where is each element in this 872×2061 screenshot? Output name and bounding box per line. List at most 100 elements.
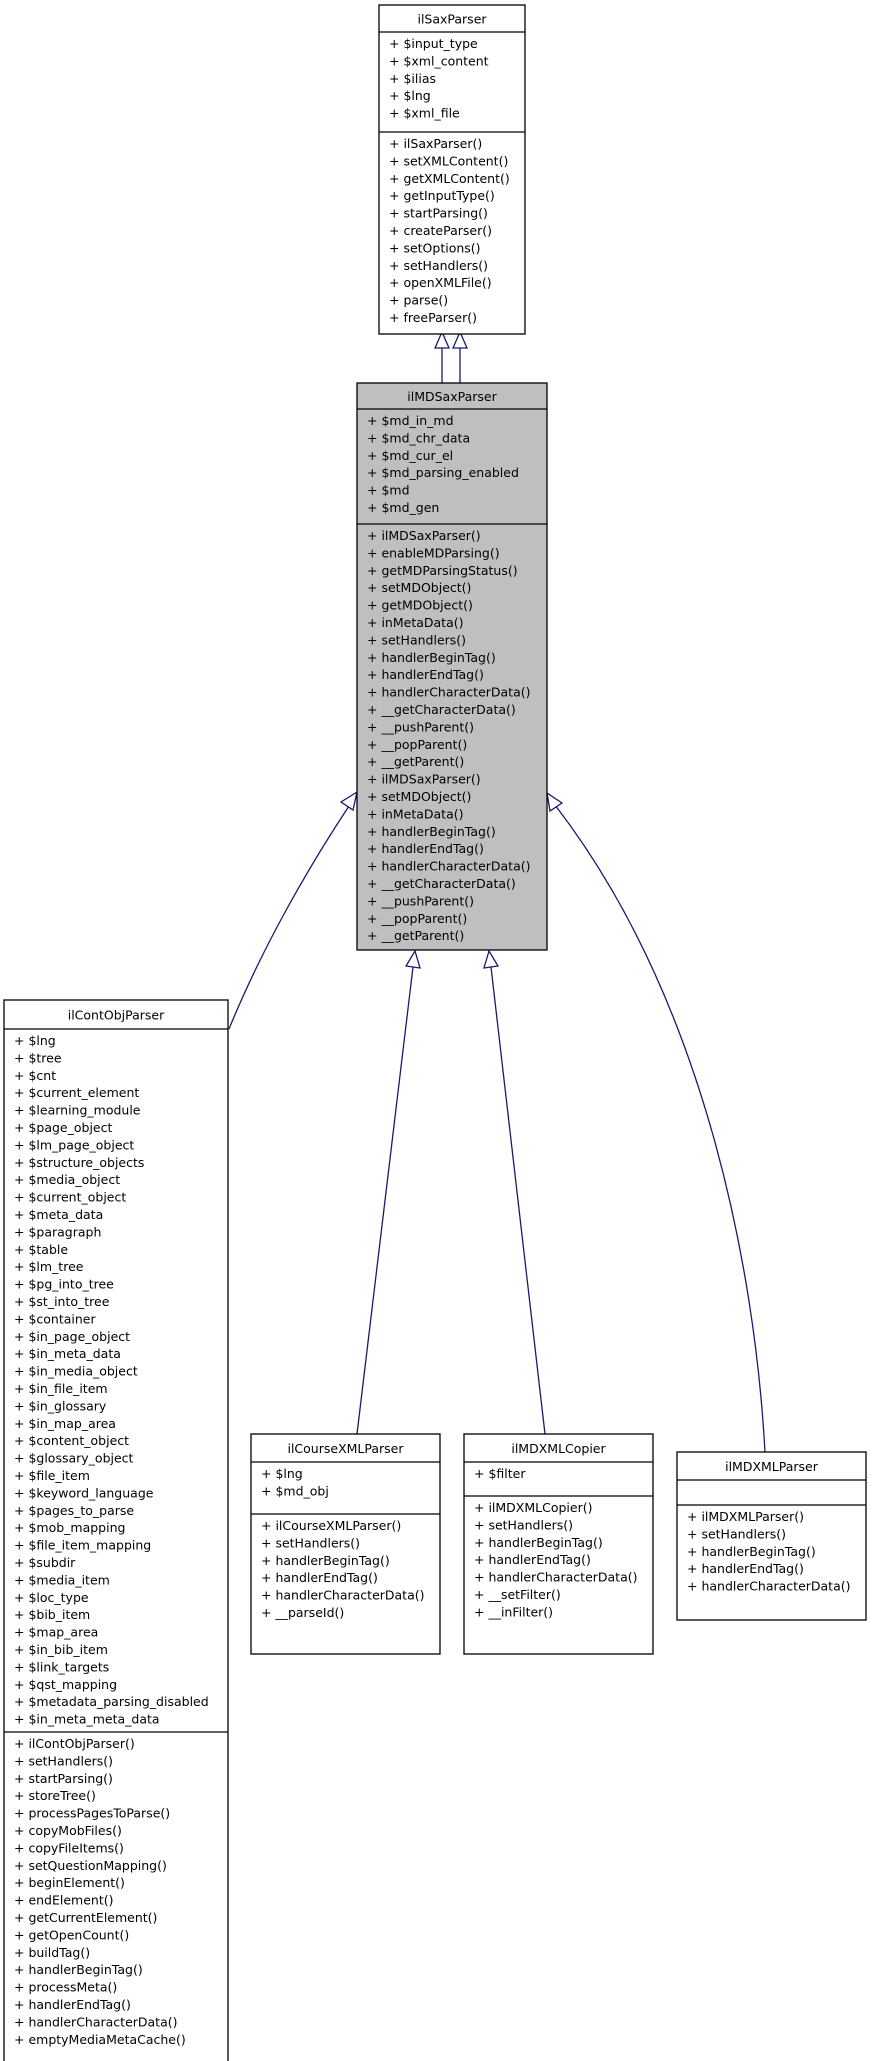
class-method: + handlerBeginTag()	[367, 824, 496, 839]
class-method: + setHandlers()	[389, 258, 488, 273]
class-method: + ilSaxParser()	[389, 136, 482, 151]
class-attribute: + $keyword_language	[14, 1485, 154, 1500]
class-attribute: + $link_targets	[14, 1659, 109, 1674]
class-method: + __pushParent()	[367, 893, 474, 908]
class-attribute: + $table	[14, 1242, 68, 1257]
edge-course-to-mdsax-arrow	[404, 949, 421, 969]
class-attribute: + $pages_to_parse	[14, 1503, 134, 1518]
class-name: ilSaxParser	[417, 12, 487, 27]
class-method: + processPagesToParse()	[14, 1806, 170, 1821]
class-box-ilcoursexmlparser[interactable]: ilCourseXMLParser+ $lng+ $md_obj+ ilCour…	[250, 1433, 441, 1655]
class-attribute: + $md_obj	[261, 1483, 329, 1498]
class-method: + enableMDParsing()	[367, 545, 500, 560]
class-attribute: + $lm_page_object	[14, 1137, 134, 1152]
class-method: + getInputType()	[389, 188, 495, 203]
class-method: + beginElement()	[14, 1875, 125, 1890]
edge-copier-to-mdsax	[490, 966, 546, 1435]
class-attribute: + $meta_data	[14, 1207, 103, 1222]
class-method: + processMeta()	[14, 1980, 117, 1995]
class-name: ilContObjParser	[68, 1008, 165, 1023]
class-attribute: + $content_object	[14, 1433, 129, 1448]
class-attribute: + $pg_into_tree	[14, 1277, 114, 1292]
class-attribute: + $loc_type	[14, 1590, 89, 1605]
class-box-ilmdxmlcopier[interactable]: ilMDXMLCopier + $filter + ilMDXMLCopier() +…	[463, 1433, 654, 1655]
class-method: + handlerCharacterData()	[367, 859, 531, 874]
class-attribute: + $media_item	[14, 1572, 110, 1587]
class-box-frame	[463, 1433, 654, 1655]
class-box-ilsaxparser[interactable]: ilSaxParser+ $input_type+ $xml_content+ …	[378, 4, 526, 335]
class-method: + handlerBeginTag()	[14, 1962, 143, 1977]
class-method: + startParsing()	[14, 1771, 113, 1786]
class-method: + handlerBeginTag()	[367, 650, 496, 665]
class-method: + __popParent()	[367, 911, 467, 926]
class-attribute: + $in_media_object	[14, 1364, 138, 1379]
class-method: + setHandlers()	[687, 1526, 786, 1541]
class-attribute: + $learning_module	[14, 1103, 141, 1118]
class-method: + handlerEndTag()	[367, 667, 484, 682]
class-attribute: + $ilias	[389, 71, 436, 86]
class-box-frame	[250, 1433, 441, 1655]
class-method: + handlerBeginTag()	[474, 1535, 603, 1550]
class-method: + endElement()	[14, 1893, 114, 1908]
class-method: + ilMDSaxParser()	[367, 772, 481, 787]
class-method: + createParser()	[389, 223, 492, 238]
class-method: + emptyMediaMetaCache()	[14, 2032, 186, 2047]
class-method: + __getParent()	[367, 754, 464, 769]
class-method: + handlerCharacterData()	[14, 2014, 178, 2029]
class-attribute: + $in_glossary	[14, 1398, 107, 1413]
class-method: + setHandlers()	[14, 1753, 113, 1768]
class-method: + freeParser()	[389, 310, 477, 325]
class-method: + __getCharacterData()	[367, 876, 516, 891]
class-method: + getMDParsingStatus()	[367, 563, 518, 578]
class-attribute: + $filter	[474, 1466, 526, 1481]
class-method: + handlerEndTag()	[687, 1561, 804, 1576]
class-name: ilMDSaxParser	[407, 389, 497, 404]
class-box-frame	[378, 4, 526, 335]
class-method: + __inFilter()	[474, 1604, 553, 1619]
class-method: + buildTag()	[14, 1945, 90, 1960]
class-name: ilMDXMLCopier	[511, 1441, 606, 1456]
class-method: + handlerBeginTag()	[261, 1553, 390, 1568]
class-box-ilmdxmlparser[interactable]: ilMDXMLParser+ ilMDXMLParser()+ setHandl…	[676, 1451, 867, 1621]
class-attribute: + $page_object	[14, 1120, 112, 1135]
class-name: ilCourseXMLParser	[287, 1441, 404, 1456]
class-attribute: + $md	[367, 483, 410, 498]
class-method: + ilCourseXMLParser()	[261, 1518, 401, 1533]
class-method: + copyFileItems()	[14, 1840, 124, 1855]
class-method: + __popParent()	[367, 737, 467, 752]
class-attribute: + $lng	[14, 1033, 56, 1048]
class-box-frame	[3, 999, 229, 2061]
class-method: + getCurrentElement()	[14, 1910, 157, 1925]
class-method: + setHandlers()	[261, 1535, 360, 1550]
class-attribute: + $glossary_object	[14, 1451, 134, 1466]
class-attribute: + $current_object	[14, 1190, 126, 1205]
class-attribute: + $media_object	[14, 1172, 120, 1187]
class-method: + startParsing()	[389, 206, 488, 221]
class-method: + __getParent()	[367, 928, 464, 943]
edge-mdxml-to-mdsax	[554, 804, 766, 1453]
class-method: + setMDObject()	[367, 789, 471, 804]
class-method: + setOptions()	[389, 240, 481, 255]
class-attribute: + $subdir	[14, 1555, 76, 1570]
class-box-ilmdsaxparser[interactable]: ilMDSaxParser+ $md_in_md+ $md_chr_data+ …	[356, 382, 548, 951]
class-attribute: + $qst_mapping	[14, 1677, 117, 1692]
class-attribute: + $file_item	[14, 1468, 90, 1483]
class-attribute: + $tree	[14, 1050, 62, 1065]
class-attribute: + $file_item_mapping	[14, 1538, 151, 1553]
class-box-ilcontobjparser[interactable]: ilContObjParser+ $lng+ $tree+ $cnt+ $cur…	[3, 999, 229, 2061]
class-method: + setHandlers()	[367, 632, 466, 647]
class-attribute: + $mob_mapping	[14, 1520, 125, 1535]
class-attribute: + $structure_objects	[14, 1155, 144, 1170]
class-method: + handlerEndTag()	[367, 841, 484, 856]
class-attribute: + $in_map_area	[14, 1416, 116, 1431]
class-method: + __pushParent()	[367, 719, 474, 734]
class-method: + ilMDXMLCopier()	[474, 1500, 592, 1515]
class-method: + __parseId()	[261, 1605, 344, 1620]
class-method: + setMDObject()	[367, 580, 471, 595]
class-attribute: + $in_file_item	[14, 1381, 108, 1396]
class-method: + __getCharacterData()	[367, 702, 516, 717]
class-attribute: + $current_element	[14, 1085, 139, 1100]
class-attribute: + $xml_content	[389, 53, 489, 68]
class-method: + setQuestionMapping()	[14, 1858, 167, 1873]
